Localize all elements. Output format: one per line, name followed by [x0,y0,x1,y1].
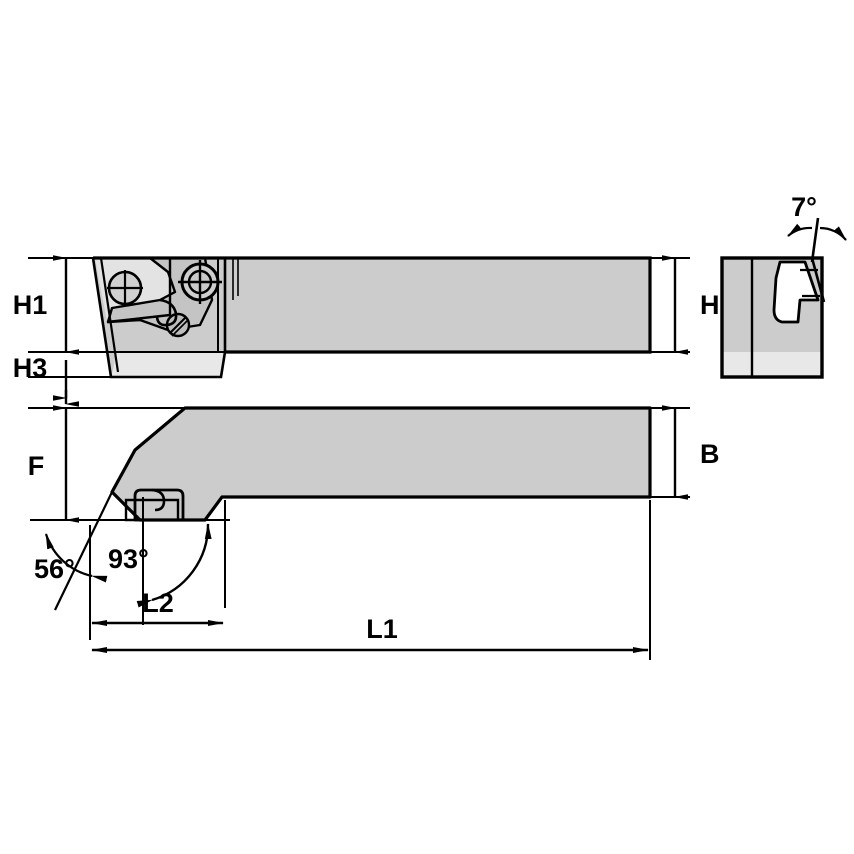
dimension-label-h3: H3 [13,353,48,383]
end-body-outline [720,256,824,379]
dimension-label-l2: L2 [142,588,174,618]
angle-arc-7-right [819,226,847,241]
angle-leader-7 [810,217,820,263]
dimension-label-b: B [700,439,720,469]
clamp-screw-icon [178,260,222,304]
angle-label-93: 93° [108,544,149,574]
side-lever-hook [155,298,178,327]
side-head-underband [112,352,224,377]
dimension-label-f: F [28,451,45,481]
angle-arc-93 [136,523,212,608]
end-body-lower [722,352,822,377]
side-view: H1 H3 H [13,255,720,401]
side-head-outline [91,257,227,379]
bottom-insert-screw-arc [151,488,166,512]
dimension-label-h1: H1 [13,290,48,320]
angle-arc-56 [44,533,108,583]
side-insert-bottom [106,313,171,324]
insert-screw-icon [165,312,191,338]
end-insert-pocket [772,260,820,324]
end-view: 7° [720,192,847,379]
side-shank-outline-top [93,256,652,354]
dimension-label-h: H [700,290,720,320]
angle-label-56: 56° [34,554,75,584]
side-shank-body [118,258,650,352]
bottom-view: 56° 93° F B L2 L1 [28,390,720,660]
end-clearance-edge [810,257,826,303]
dimension-label-l1: L1 [366,614,398,644]
angle-arc-7-left [787,223,813,237]
angle-label-7: 7° [791,192,817,222]
locating-pin-icon [107,270,143,306]
bottom-body-fill [112,408,650,520]
bottom-insert-pocket [133,488,185,522]
